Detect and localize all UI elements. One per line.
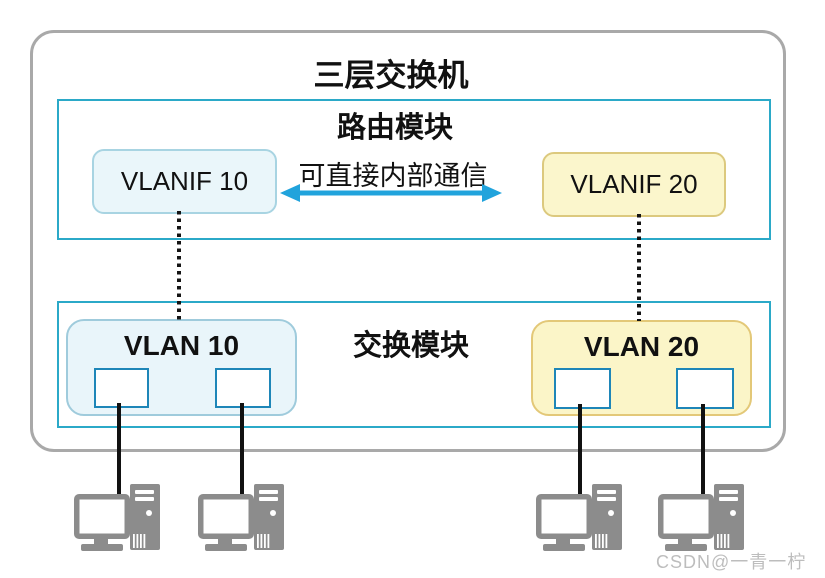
vlanif-10-label: VLANIF 10	[120, 166, 249, 196]
switching-module-label: 交换模块	[352, 330, 470, 362]
cable-line-2	[240, 403, 244, 499]
routing-module-box	[57, 99, 771, 240]
vlan20-port-1	[554, 368, 611, 409]
computer-icon	[74, 484, 160, 551]
computer-icon	[198, 484, 284, 551]
bidirectional-arrow-icon	[280, 184, 502, 202]
cable-line-4	[701, 404, 705, 499]
vlan20-port-2	[676, 368, 734, 409]
vlan-20-label: VLAN 20	[583, 331, 700, 362]
computer-icon	[536, 484, 622, 551]
vlanif-20-label: VLANIF 20	[570, 169, 698, 199]
vlanif10-vlan10-dotted-link	[177, 211, 181, 320]
csdn-watermark: CSDN@一青一柠	[656, 552, 807, 572]
vlan-10-label: VLAN 10	[123, 330, 240, 361]
computer-icon	[658, 484, 744, 551]
cable-line-3	[578, 404, 582, 499]
vlanif-10-node: VLANIF 10	[92, 149, 277, 214]
switching-module-box	[57, 301, 771, 428]
vlanif-20-node: VLANIF 20	[542, 152, 726, 217]
internal-communication-note: 可直接内部通信	[298, 161, 488, 191]
vlanif20-vlan20-dotted-link	[637, 214, 641, 321]
vlan10-port-2	[215, 368, 271, 408]
vlan10-port-1	[94, 368, 149, 408]
diagram-title: 三层交换机	[313, 58, 469, 93]
routing-module-label: 路由模块	[336, 112, 454, 144]
cable-line-1	[117, 403, 121, 499]
